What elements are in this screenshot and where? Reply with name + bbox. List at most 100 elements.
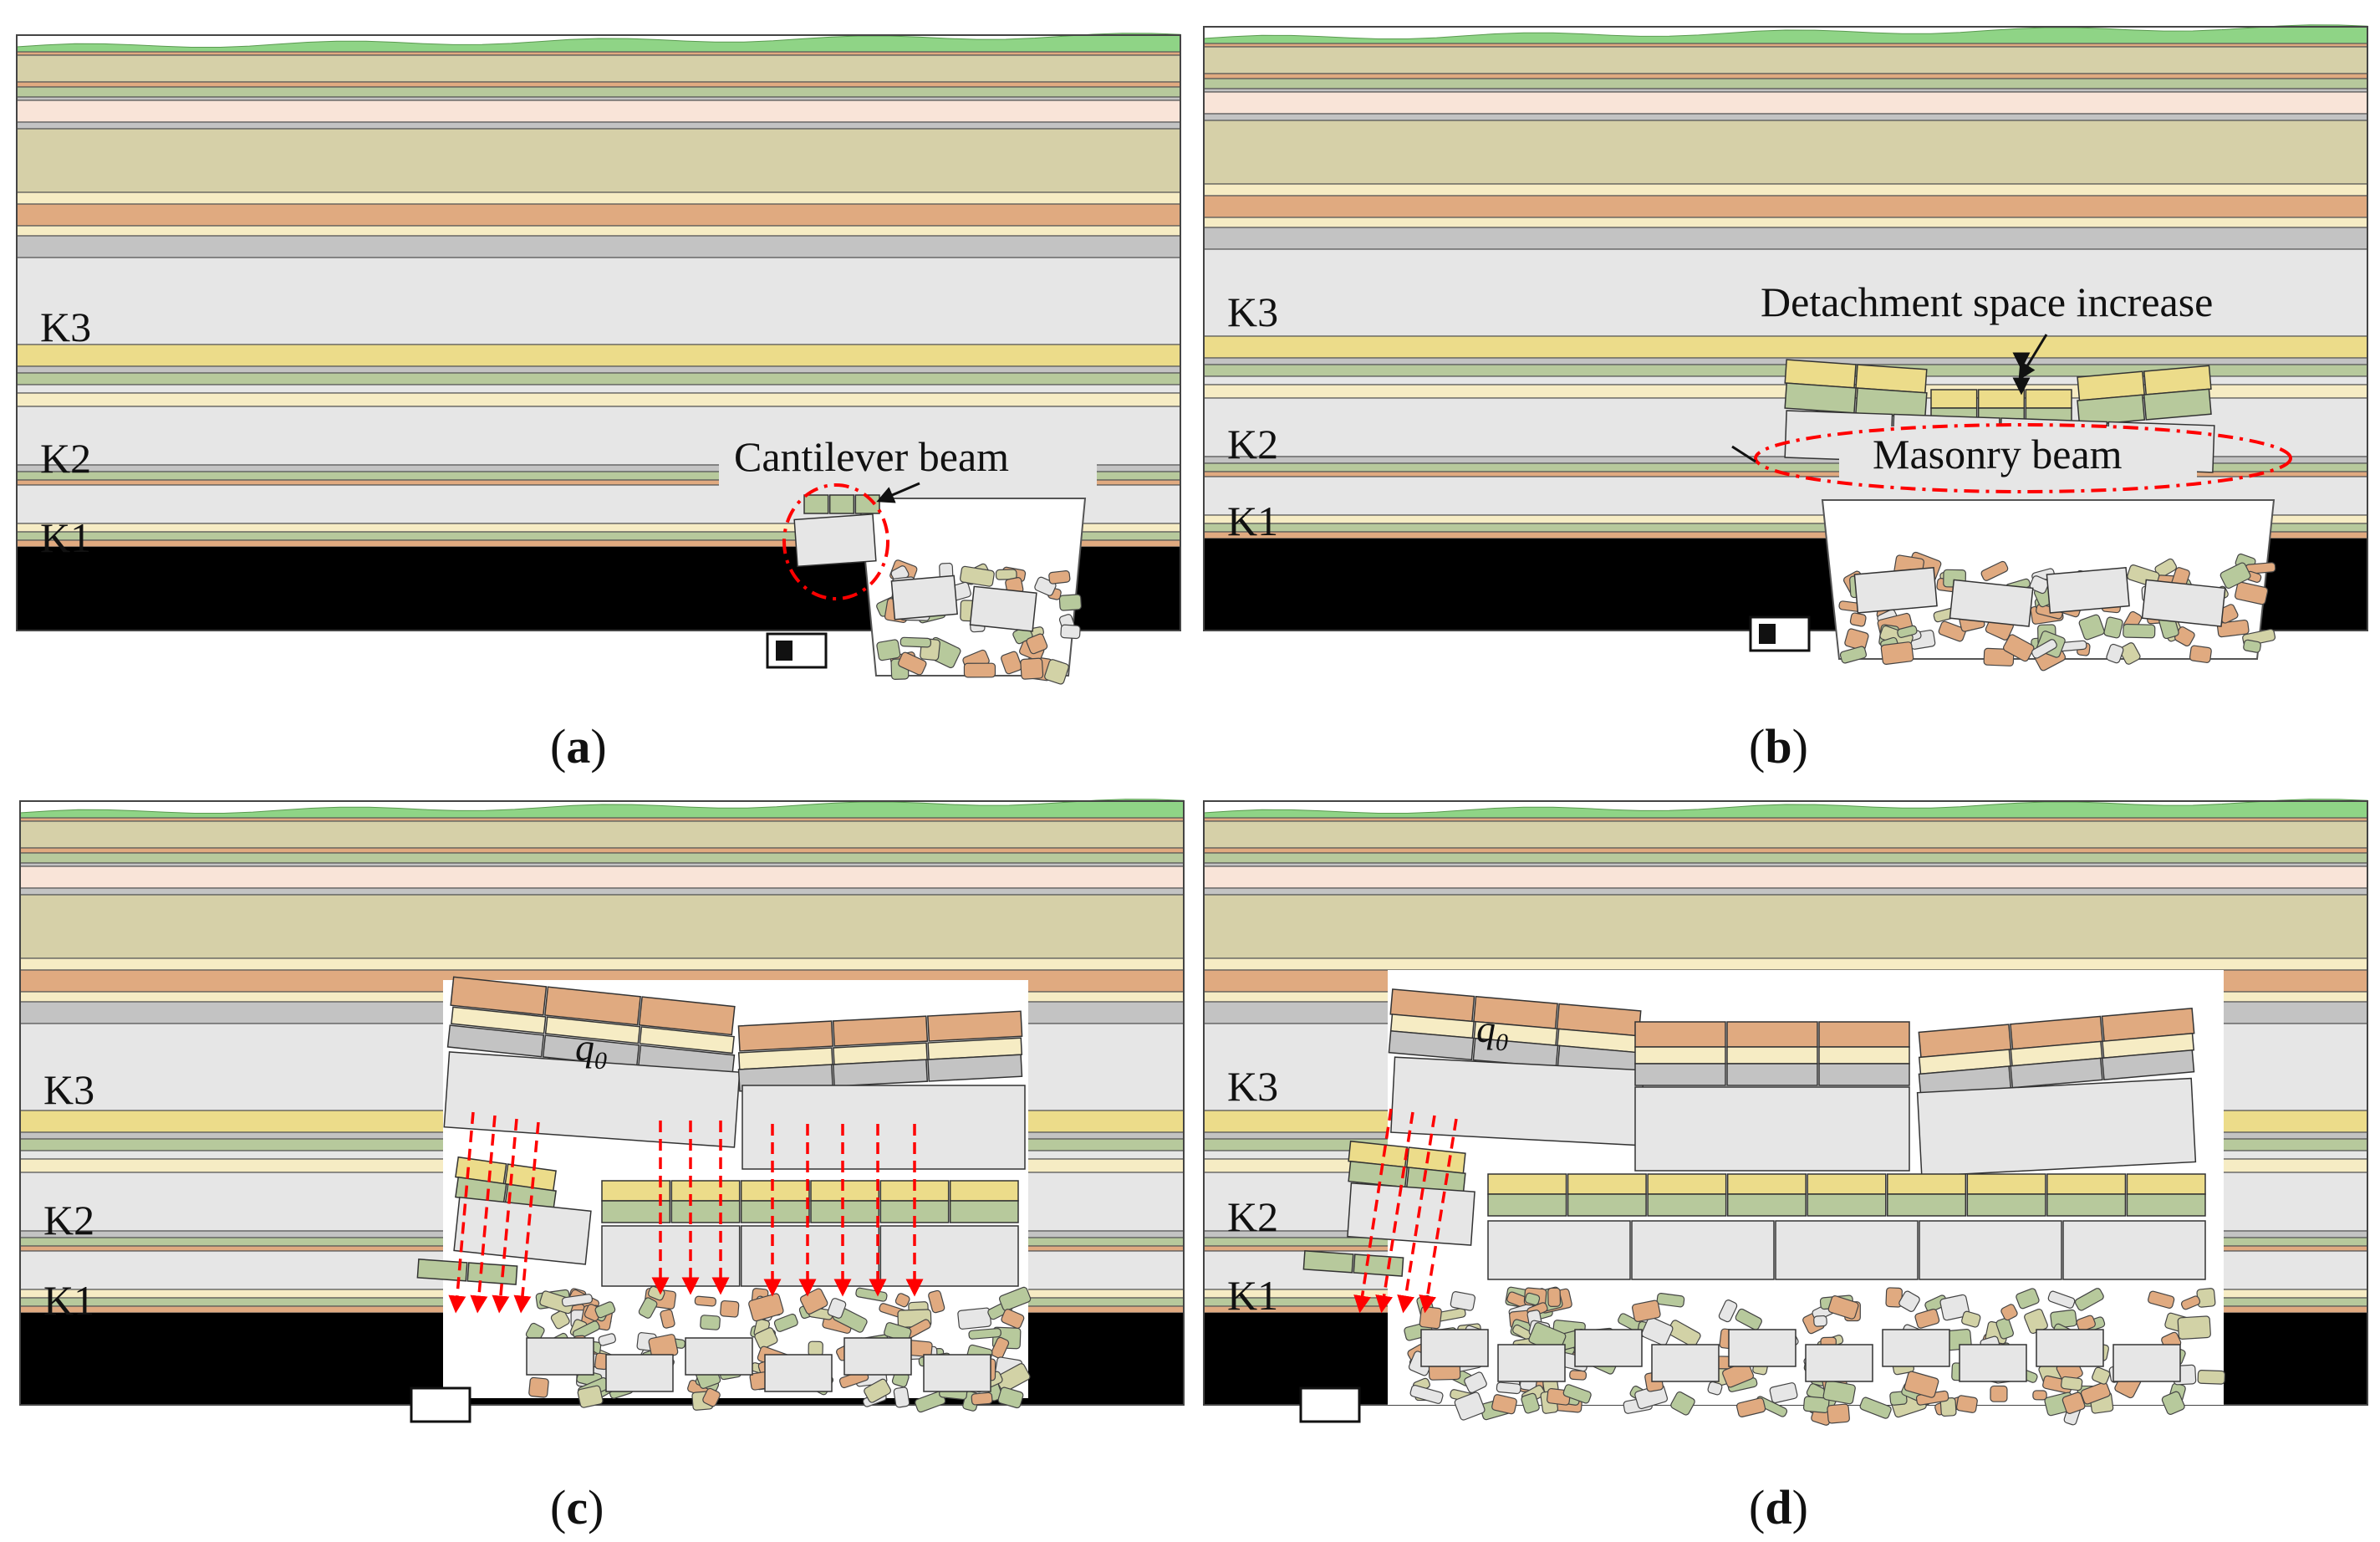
- stratum-layer: [19, 865, 1185, 889]
- rubble-fragment: [1547, 1287, 1562, 1307]
- rubble-fragment: [1903, 1371, 1939, 1398]
- broken-block: [1807, 1173, 1887, 1195]
- rubble-fragment: [1491, 1394, 1517, 1415]
- rubble-fragment: [1631, 1299, 1661, 1322]
- broken-block: [737, 1020, 833, 1052]
- caved-block: [1728, 1329, 1796, 1367]
- caved-block: [923, 1354, 991, 1392]
- rubble-fragment: [1827, 1295, 1859, 1320]
- panel-c-cave: [410, 976, 1032, 1423]
- broken-block: [451, 1006, 547, 1034]
- rubble-fragment: [1735, 1308, 1762, 1330]
- load-arrow: [448, 1111, 475, 1314]
- rubble-fragment: [1822, 1380, 1856, 1405]
- panel-b-cave: [1749, 359, 2276, 671]
- caved-block: [843, 1337, 912, 1376]
- broken-block: [1726, 1193, 1807, 1217]
- caved-block: [1574, 1329, 1643, 1367]
- stratum-layer: [16, 257, 1181, 345]
- broken-block: [1887, 1193, 1967, 1217]
- stratum-layer: [16, 128, 1181, 193]
- panel-a-annotation-arrow: [876, 482, 920, 503]
- panel-b: K3 K2 K1 Detachment space increase Mason…: [1203, 24, 2368, 774]
- broken-block: [740, 1200, 810, 1223]
- rubble-fragment: [2000, 1304, 2018, 1321]
- rubble-fragment: [598, 1333, 616, 1346]
- rubble-fragment: [900, 636, 932, 648]
- broken-block: [638, 996, 736, 1036]
- broken-block: [2025, 389, 2072, 409]
- broken-block: [453, 1196, 592, 1265]
- rubble-fragment: [700, 1315, 721, 1330]
- broken-block: [1726, 1173, 1807, 1195]
- broken-block: [927, 1054, 1023, 1082]
- rubble-fragment: [968, 1328, 1001, 1340]
- stratum-layer: [1203, 887, 2368, 896]
- broken-block: [793, 513, 877, 568]
- broken-block: [1634, 1063, 1726, 1086]
- rubble-fragment: [2106, 643, 2124, 664]
- panel-a-cantilever-ellipse: [782, 483, 889, 600]
- caved-block: [1882, 1329, 1950, 1367]
- panel-a-annotation-cantilever: Cantilever beam: [734, 433, 1009, 480]
- stratum-layer: [19, 820, 1185, 849]
- stratum-layer: [16, 365, 1181, 374]
- shearer-detail: [1759, 624, 1776, 644]
- rubble-fragment: [2047, 1290, 2076, 1309]
- caved-block: [2112, 1344, 2181, 1382]
- rubble-fragment: [1859, 1396, 1892, 1419]
- rubble-fragment: [561, 1294, 594, 1307]
- broken-block: [416, 1259, 468, 1282]
- rubble-fragment: [1718, 1299, 1738, 1323]
- rubble-fragment: [2189, 645, 2212, 663]
- panel-a-cave: [766, 494, 1087, 685]
- rubble-fragment: [2161, 1391, 2185, 1415]
- load-arrow: [1375, 1111, 1414, 1314]
- rubble-fragment: [1980, 560, 2009, 581]
- load-arrow: [470, 1115, 497, 1314]
- caved-block: [685, 1337, 753, 1376]
- broken-block: [2010, 1057, 2103, 1089]
- broken-block: [1634, 1086, 1910, 1172]
- stratum-layer: [1203, 120, 2368, 185]
- stratum-layer: [19, 847, 1185, 854]
- broken-block: [832, 1059, 929, 1087]
- panel-a-annotation-bg: [719, 428, 1097, 488]
- rubble-fragment: [2078, 614, 2105, 641]
- rubble-fragment: [1898, 1290, 1920, 1312]
- broken-block: [1966, 1193, 2046, 1217]
- broken-block: [1487, 1173, 1567, 1195]
- caved-block: [890, 574, 958, 620]
- broken-block: [1930, 389, 1978, 409]
- stratum-layer: [16, 81, 1181, 88]
- broken-block: [1966, 1173, 2046, 1195]
- stratum-layer: [1203, 820, 2368, 849]
- rubble-fragment: [894, 1293, 910, 1308]
- stratum-layer: [1203, 248, 2368, 337]
- rubble-fragment: [660, 1309, 675, 1329]
- stratum-layer: [16, 203, 1181, 227]
- panel-d-label-k1: K1: [1227, 1272, 1278, 1319]
- grass-surface: [16, 33, 1181, 56]
- rubble-fragment: [528, 1376, 549, 1398]
- rubble-fragment: [2235, 581, 2269, 605]
- caved-block: [1420, 1329, 1489, 1367]
- rubble-fragment: [2003, 634, 2035, 662]
- caved-block: [1853, 566, 1938, 614]
- broken-block: [1347, 1182, 1475, 1246]
- rubble-fragment: [1521, 1392, 1540, 1414]
- rubble-fragment: [1961, 1310, 1981, 1328]
- broken-block: [1726, 1063, 1818, 1086]
- rubble-fragment: [2016, 1288, 2040, 1310]
- broken-block: [544, 1016, 641, 1044]
- shearer-machine: [410, 1386, 471, 1423]
- stratum-layer: [1203, 195, 2368, 218]
- caved-block: [1497, 1344, 1566, 1382]
- load-arrow: [1419, 1118, 1458, 1314]
- panel-c-label-k1: K1: [43, 1277, 94, 1324]
- panel-a-caption: (a): [550, 719, 607, 774]
- broken-block: [832, 1015, 929, 1047]
- caved-block: [1651, 1344, 1720, 1382]
- rubble-fragment: [1026, 633, 1048, 655]
- rubble-fragment: [2180, 1295, 2201, 1310]
